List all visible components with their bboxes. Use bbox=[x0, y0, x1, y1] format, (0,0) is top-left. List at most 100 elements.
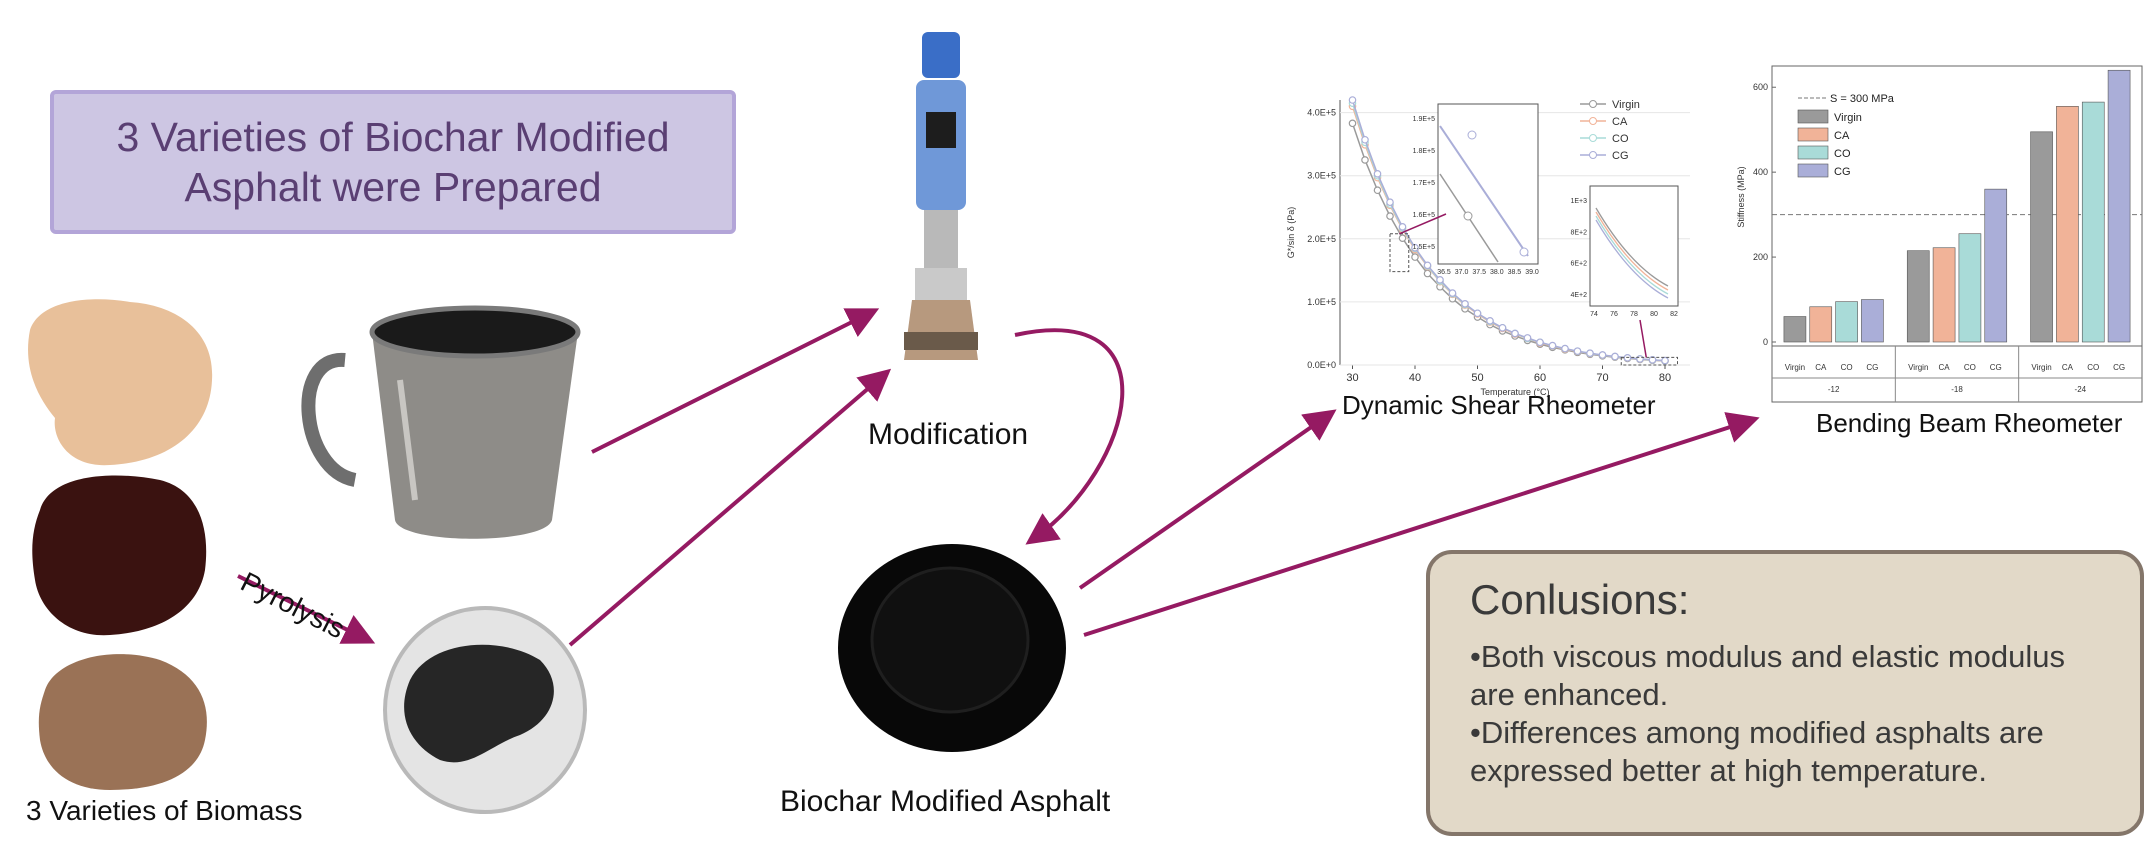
dsr-point-cg bbox=[1586, 349, 1594, 358]
dsr-inset-1-y-tick: 1.6E+5 bbox=[1413, 212, 1435, 219]
dsr-point-cg bbox=[1598, 351, 1607, 359]
dsr-inset-2-line-co bbox=[1595, 215, 1669, 295]
dsr-point-cg bbox=[1398, 223, 1407, 231]
conclusion-item-2: •Differences among modified asphalts are… bbox=[1470, 715, 2044, 788]
dsr-x-tick-label: 70 bbox=[1596, 372, 1608, 384]
bbr-bar-cg bbox=[1984, 188, 2008, 343]
dsr-legend-marker-ca bbox=[1589, 117, 1597, 125]
dsr-inset-1-point-cg bbox=[1467, 130, 1477, 140]
bbr-category-label: CO bbox=[2087, 363, 2099, 372]
dsr-inset-1-x-tick: 37.0 bbox=[1455, 269, 1469, 276]
bbr-legend-label-virgin: Virgin bbox=[1834, 112, 1862, 124]
bbr-legend-swatch-co bbox=[1797, 145, 1829, 160]
dsr-inset-2-x-tick: 76 bbox=[1610, 311, 1618, 318]
dsr-point-cg bbox=[1361, 135, 1369, 144]
dsr-y-tick-label: 4.0E+5 bbox=[1307, 108, 1336, 118]
dsr-x-tick-label: 50 bbox=[1471, 372, 1483, 384]
bbr-bar-virgin bbox=[2030, 131, 2053, 343]
dsr-inset-2-y-tick: 4E+2 bbox=[1570, 292, 1587, 299]
arrow-mixer-to-asphalt bbox=[1014, 328, 1125, 545]
bbr-legend-label-cg: CG bbox=[1834, 166, 1851, 178]
dsr-point-virgin bbox=[1361, 156, 1369, 164]
dsr-point-cg bbox=[1661, 356, 1669, 365]
dsr-point-virgin bbox=[1386, 212, 1394, 220]
title-line-2: Asphalt were Prepared bbox=[184, 164, 602, 210]
bbr-legend-reference-label: S = 300 MPa bbox=[1830, 93, 1895, 105]
dsr-point-cg bbox=[1611, 352, 1619, 361]
bbr-legend-label-ca: CA bbox=[1834, 130, 1850, 142]
bbr-bar-co bbox=[2081, 101, 2105, 343]
bbr-bar-cg bbox=[1861, 299, 1884, 343]
dsr-inset-1-frame bbox=[1437, 103, 1539, 265]
conclusions-heading: Conlusions: bbox=[1470, 576, 1690, 623]
dsr-inset-2-frame bbox=[1589, 185, 1679, 307]
dsr-point-virgin bbox=[1373, 186, 1382, 195]
biomass-pile-brown bbox=[38, 654, 207, 790]
dsr-inset-2-line-virgin bbox=[1595, 207, 1669, 287]
dsr-inset-2-x-tick: 80 bbox=[1650, 311, 1658, 318]
bbr-y-tick-label: 400 bbox=[1753, 167, 1768, 177]
bbr-bar-virgin bbox=[1906, 250, 1930, 343]
title-line-1: 3 Varieties of Biochar Modified bbox=[116, 114, 670, 160]
dsr-point-cg bbox=[1386, 198, 1394, 207]
dsr-point-cg bbox=[1348, 96, 1357, 104]
bbr-category-label: CG bbox=[2113, 363, 2125, 372]
dsr-label: Dynamic Shear Rheometer bbox=[1342, 390, 1656, 420]
bbr-category-label: CG bbox=[1866, 363, 1878, 372]
bbr-y-tick-label: 0 bbox=[1763, 337, 1768, 347]
bbr-category-label: CA bbox=[1939, 363, 1951, 372]
conclusion-item-1: •Both viscous modulus and elastic modulu… bbox=[1470, 639, 2065, 712]
bbr-frame bbox=[1771, 65, 2143, 403]
title-box: 3 Varieties of Biochar Modified Asphalt … bbox=[50, 90, 736, 234]
dsr-point-virgin bbox=[1411, 253, 1419, 261]
dsr-point-cg bbox=[1636, 355, 1644, 363]
dsr-point-cg bbox=[1536, 338, 1544, 347]
arrow-asphalt-to-dsr bbox=[1078, 409, 1337, 590]
dsr-zoom-pointer-1 bbox=[1399, 213, 1447, 235]
bbr-y-tick-label: 200 bbox=[1753, 252, 1768, 262]
dsr-inset-1-point-virgin bbox=[1463, 211, 1473, 221]
bbr-bar-cg bbox=[2107, 69, 2131, 343]
dsr-point-cg bbox=[1436, 276, 1444, 284]
dsr-x-tick-label: 80 bbox=[1659, 372, 1671, 384]
bbr-bar-ca bbox=[2056, 106, 2079, 343]
dsr-y-axis-label: G*/sin δ (Pa) bbox=[1286, 207, 1296, 259]
bbr-bar-virgin bbox=[1783, 316, 1807, 343]
dsr-legend-label-cg: CG bbox=[1612, 150, 1629, 162]
dsr-legend-label-virgin: Virgin bbox=[1612, 99, 1640, 111]
dsr-point-cg bbox=[1461, 299, 1469, 308]
bbr-category-label: CO bbox=[1841, 363, 1853, 372]
dsr-inset-1-line-cg bbox=[1439, 125, 1529, 257]
dsr-point-cg bbox=[1423, 261, 1432, 270]
bbr-legend-label-co: CO bbox=[1834, 148, 1851, 160]
dsr-y-tick-label: 2.0E+5 bbox=[1307, 234, 1336, 244]
dsr-legend-marker-co bbox=[1589, 134, 1597, 142]
dsr-point-cg bbox=[1411, 243, 1419, 252]
bbr-category-label: CA bbox=[1815, 363, 1827, 372]
dsr-point-virgin bbox=[1398, 234, 1407, 242]
dsr-y-tick-label: 0.0E+0 bbox=[1307, 360, 1336, 370]
bbr-y-tick-label: 600 bbox=[1753, 82, 1768, 92]
dsr-legend-marker-virgin bbox=[1589, 100, 1597, 108]
dsr-legend-label-ca: CA bbox=[1612, 116, 1628, 128]
dsr-point-cg bbox=[1523, 334, 1532, 342]
dsr-inset-1-y-tick: 1.8E+5 bbox=[1413, 148, 1435, 155]
dsr-x-axis-label: Temperature (°C) bbox=[1480, 387, 1549, 397]
arrow-biochar-to-mixer bbox=[568, 368, 892, 647]
dsr-inset-2-line-cg bbox=[1595, 219, 1669, 299]
dsr-inset-2-x-tick: 78 bbox=[1630, 311, 1638, 318]
dsr-zoom-pointer-2 bbox=[1639, 319, 1647, 358]
dsr-zoom-box-2 bbox=[1620, 356, 1678, 366]
dsr-point-cg bbox=[1561, 344, 1569, 353]
bbr-group-label: -24 bbox=[2075, 385, 2087, 394]
bbr-y-axis-label: Stiffness (MPa) bbox=[1736, 166, 1746, 227]
dsr-point-cg bbox=[1573, 347, 1582, 355]
dsr-point-cg bbox=[1448, 289, 1457, 297]
bbr-bar-co bbox=[1958, 233, 1982, 343]
dsr-point-cg bbox=[1511, 329, 1519, 338]
dsr-x-tick-label: 60 bbox=[1534, 372, 1546, 384]
dsr-point-virgin bbox=[1423, 269, 1432, 278]
